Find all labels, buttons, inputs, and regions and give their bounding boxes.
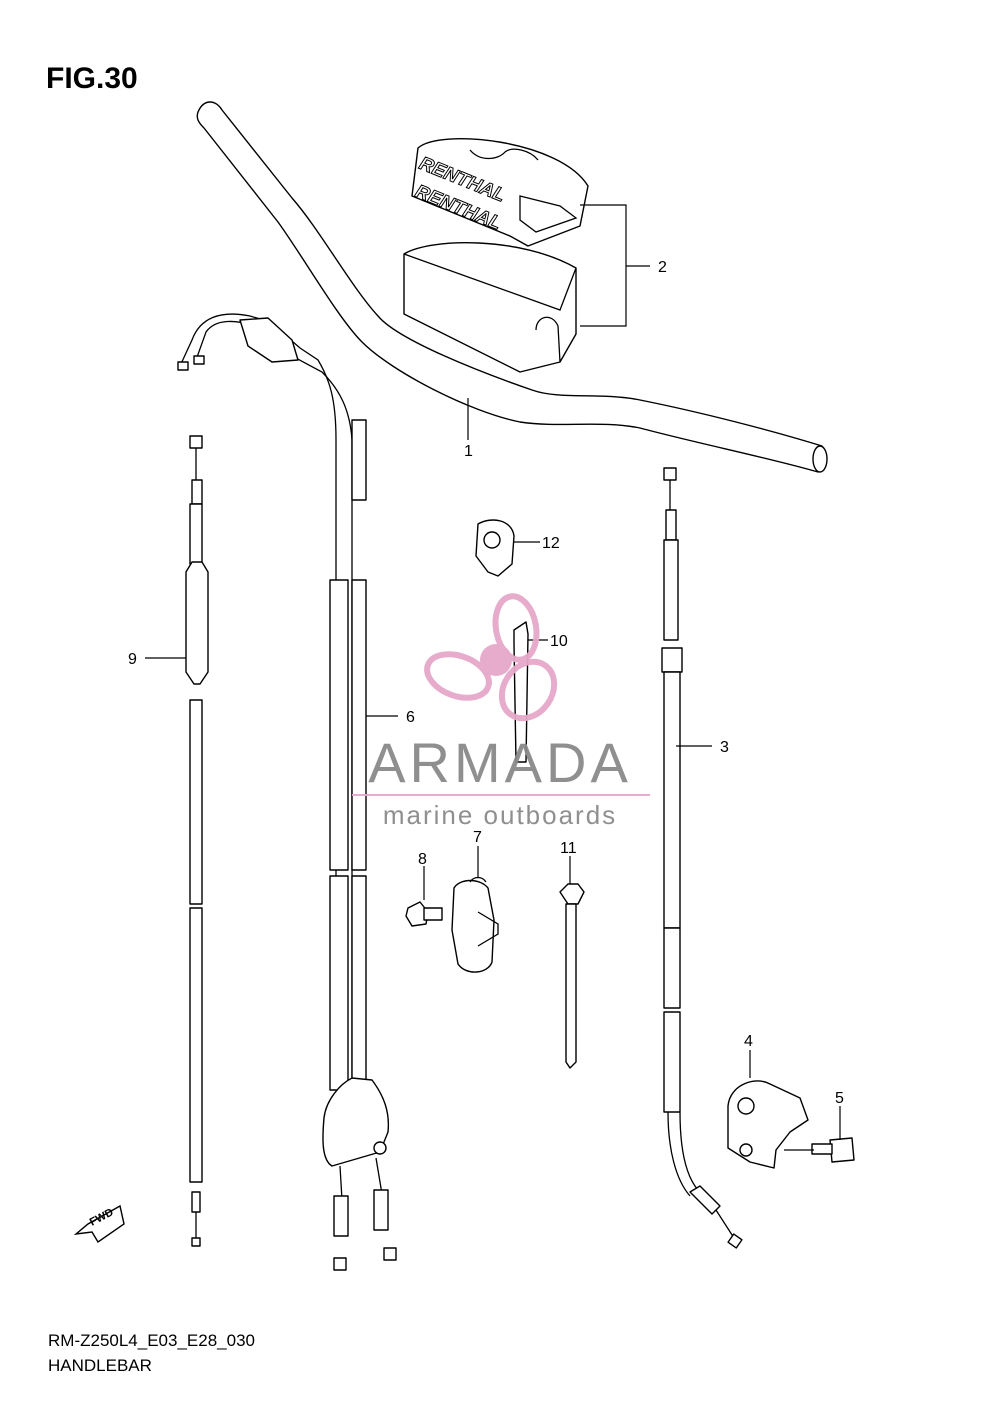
ref-5: 5 [835, 1090, 844, 1107]
bar-pad-foam [403, 242, 577, 373]
guide-bolt [405, 901, 443, 927]
cable-clamp [475, 519, 515, 577]
bar-pad-top: RENTHAL RENTHAL [411, 138, 589, 247]
diagram-caption: HANDLEBAR [48, 1356, 152, 1375]
throttle-cable [177, 313, 397, 1271]
ref-4: 4 [744, 1033, 753, 1050]
hot-start-cable [185, 435, 209, 1247]
ref-11: 11 [560, 840, 577, 857]
watermark-brand: ARMADA [368, 731, 632, 794]
figure-title: FIG.30 [46, 62, 138, 95]
ref-7: 7 [473, 829, 482, 846]
ref-1: 1 [464, 443, 473, 460]
ref-9: 9 [128, 651, 137, 668]
armada-watermark: ARMADA marine outboards [352, 593, 650, 830]
ref-3: 3 [720, 739, 729, 756]
clutch-cable [661, 467, 743, 1249]
holder-bolt [811, 1137, 855, 1163]
cable-band [559, 883, 585, 1069]
ref-2: 2 [658, 259, 667, 276]
handlebar [196, 101, 828, 473]
clutch-lever-holder [727, 1080, 809, 1169]
model-code: RM-Z250L4_E03_E28_030 [48, 1331, 255, 1350]
ref-10: 10 [550, 633, 568, 650]
ref-8: 8 [418, 851, 427, 868]
propeller-logo-icon [424, 593, 558, 722]
fwd-arrow-icon: FWD [73, 1204, 125, 1244]
watermark-tagline: marine outboards [383, 800, 617, 830]
ref-6: 6 [406, 709, 415, 726]
cable-guide [451, 876, 499, 973]
ref-12: 12 [542, 535, 560, 552]
